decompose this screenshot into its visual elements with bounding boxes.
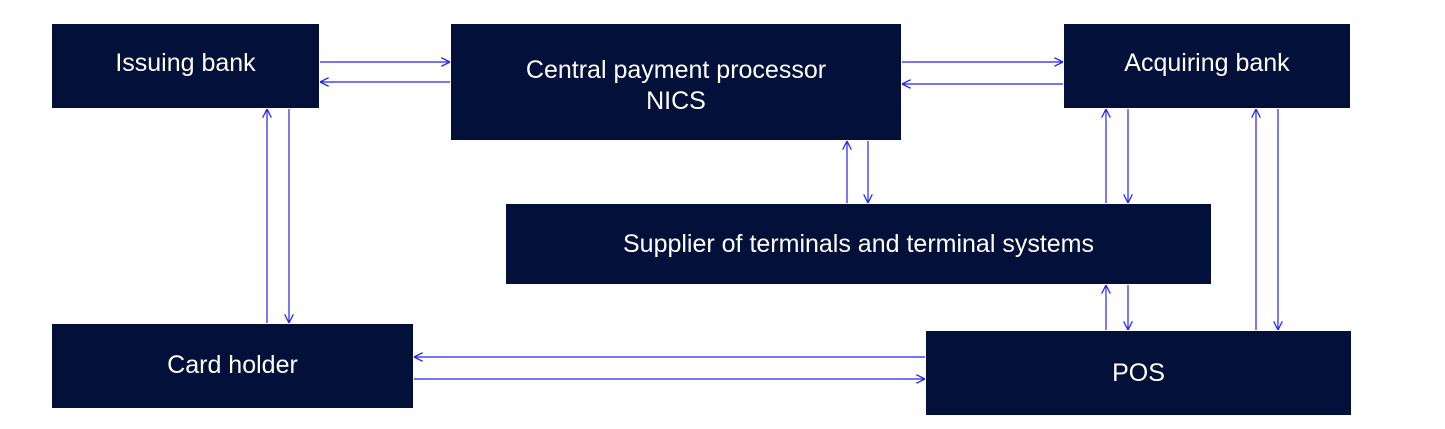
issuing-bank-label: Issuing bank (115, 49, 256, 77)
acquiring-bank-label: Acquiring bank (1124, 49, 1290, 77)
supplier-label: Supplier of terminals and terminal syste… (622, 230, 1095, 258)
card-holder-label: Card holder (167, 351, 298, 379)
supplier-node: Supplier of terminals and terminal syste… (506, 204, 1211, 284)
pos-node: POS (926, 331, 1351, 415)
acquiring-bank-node: Acquiring bank (1064, 24, 1350, 108)
pos-label: POS (1112, 359, 1165, 387)
central-processor-sublabel: NICS (646, 87, 706, 115)
card-holder-node: Card holder (52, 324, 413, 408)
central-payment-processor-node: Central payment processor NICS (451, 24, 901, 140)
issuing-bank-node: Issuing bank (52, 24, 319, 108)
central-processor-label: Central payment processor (525, 56, 827, 84)
